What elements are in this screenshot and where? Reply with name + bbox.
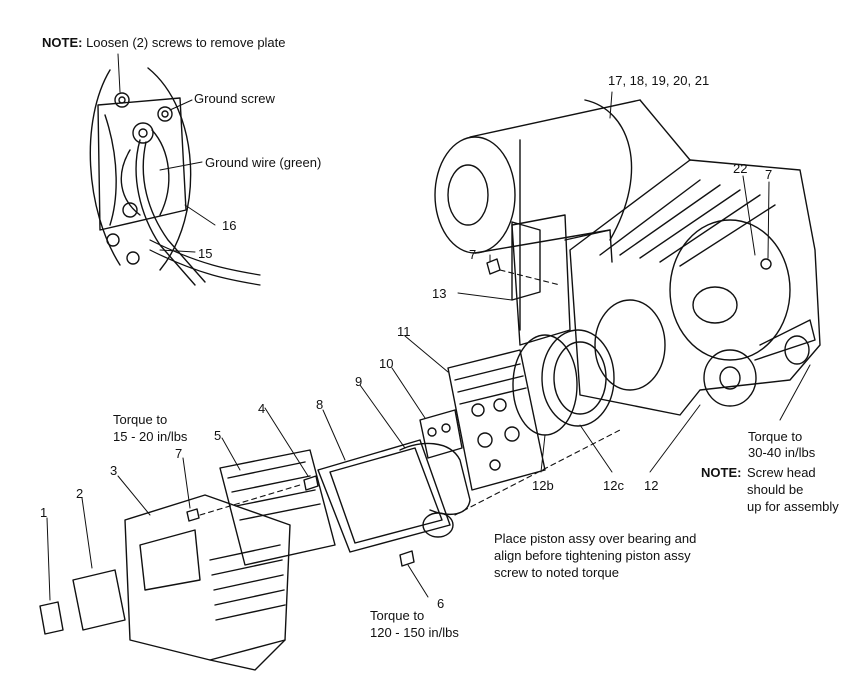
o-ring-12b: [512, 334, 578, 436]
part-number-8: 8: [316, 397, 324, 412]
part-number-2: 2: [76, 486, 84, 501]
part-number-13: 13: [432, 286, 447, 301]
valve-plate-11: [447, 349, 546, 491]
end-plate-inset: [89, 67, 261, 286]
part-number-1: 1: [40, 505, 48, 520]
sleeve-12c: [541, 329, 615, 427]
part-number-12: 12: [644, 478, 659, 493]
torque-label-6-line-2: 120 - 150 in/lbs: [370, 625, 459, 640]
screw-4: [303, 475, 319, 491]
right-note-line-1: Screw head: [747, 465, 816, 480]
gasket-9: [399, 442, 471, 516]
part-number-10: 10: [379, 356, 394, 371]
part-number-9: 9: [355, 374, 363, 389]
screw-7-mid: [486, 258, 501, 275]
ground-screw-label: Ground screw: [194, 91, 275, 106]
bracket-13: [511, 221, 541, 301]
right-note-line-3: up for assembly: [747, 499, 839, 514]
torque-label-5-line-2: 15 - 20 in/lbs: [113, 429, 188, 444]
part-number-12c: 12c: [603, 478, 624, 493]
torque-label-5-line-1: Torque to: [113, 412, 168, 427]
part-number-7-right: 7: [765, 167, 773, 182]
part-number-11: 11: [397, 324, 411, 339]
cover-5: [219, 449, 336, 566]
top-note-prefix: NOTE:: [42, 35, 83, 50]
piston-note-line-1: Place piston assy over bearing and: [494, 531, 697, 546]
part-number-15: 15: [198, 246, 213, 261]
top-note-text: Loosen (2) screws to remove plate: [86, 35, 286, 50]
alignment-lines: [199, 269, 621, 516]
part-number-3: 3: [110, 463, 118, 478]
part-number-5: 5: [214, 428, 222, 443]
cylinder-head-8: [317, 439, 454, 553]
part-number-17-21: 17, 18, 19, 20, 21: [608, 73, 710, 88]
torque-label-12-line-1: Torque to: [748, 429, 803, 444]
filter-2: [72, 569, 126, 631]
ground-wire-label: Ground wire (green): [205, 155, 322, 170]
top-note: NOTE: Loosen (2) screws to remove plate: [42, 35, 286, 50]
part-number-22: 22: [733, 161, 748, 176]
valve-10: [419, 409, 463, 459]
compressor-housing: [569, 159, 821, 416]
part-number-4: 4: [258, 401, 266, 416]
piston-note-line-2: align before tightening piston assy: [494, 548, 691, 563]
screw-7-left: [186, 508, 200, 522]
part-number-7-left: 7: [175, 446, 183, 461]
piston-note-line-3: screw to noted torque: [494, 565, 620, 580]
screw-6: [399, 550, 415, 567]
part-number-6: 6: [437, 596, 445, 611]
part-number-12b: 12b: [532, 478, 554, 493]
motor-assembly: [434, 99, 691, 346]
part-number-7-mid: 7: [469, 247, 477, 262]
right-note-prefix: NOTE:: [701, 465, 742, 480]
part-number-16: 16: [222, 218, 237, 233]
shroud-3: [124, 494, 291, 671]
cap-1: [39, 601, 64, 635]
torque-label-6-line-1: Torque to: [370, 608, 425, 623]
torque-label-12-line-2: 30-40 in/lbs: [748, 445, 816, 460]
leader-lines: [46, 53, 811, 601]
right-note-line-2: should be: [747, 482, 804, 497]
